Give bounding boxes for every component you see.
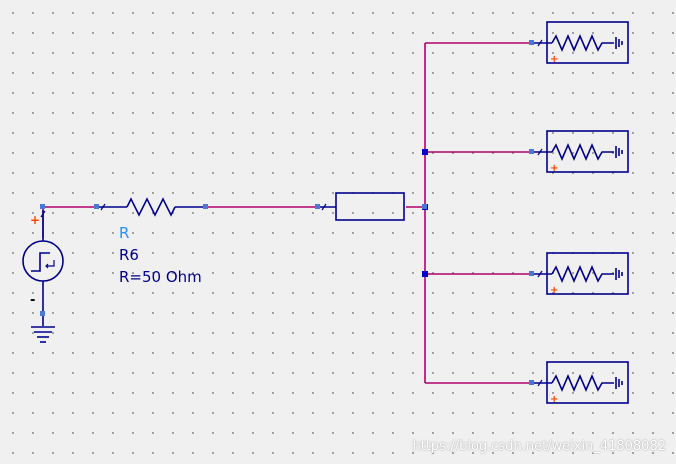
source-plus-sign: + [30,213,40,227]
resistor-instance-name: R6 [119,246,139,264]
load-3-plus-sign: + [550,285,558,296]
source-minus-sign: - [30,293,35,308]
load-resistor-zigzag [551,142,614,162]
resistor-zigzag[interactable] [126,197,176,217]
load-3[interactable] [532,252,629,295]
watermark-text: https://blog.csdn.net/weixin_41808082 [412,439,666,454]
tline-tick [321,203,327,211]
resistor-r6[interactable] [97,197,205,217]
step-arrow-icon [45,260,55,269]
port-square[interactable] [529,380,534,385]
load-tick [537,148,543,156]
load-resistor-zigzag [551,373,614,393]
port-square[interactable] [203,204,208,209]
step-symbol-icon [31,252,50,272]
resistor-tick [100,203,106,211]
source-tick-top [40,210,46,218]
resistor-value-label[interactable]: R=50 Ohm [119,268,202,286]
resistor-type-label: R [119,224,130,242]
load-4-plus-sign: + [550,394,558,405]
port-square[interactable] [94,204,99,209]
junction-dot [422,271,428,277]
load-resistor-zigzag [551,33,614,53]
load-2[interactable] [532,130,629,173]
port-square[interactable] [315,204,320,209]
load-2-plus-sign: + [550,163,558,174]
wires [42,42,532,384]
load-tick [537,39,543,47]
port-square[interactable] [40,204,45,209]
ports [40,40,534,385]
ground-symbol [31,314,55,343]
source-body[interactable] [22,240,64,282]
load-tick [537,379,543,387]
transmission-line[interactable] [318,192,405,221]
load-tick [537,270,543,278]
load-resistor-zigzag [551,264,614,284]
junction-dot [422,149,428,155]
port-square[interactable] [529,149,534,154]
step-voltage-source[interactable] [22,210,64,314]
port-square[interactable] [529,271,534,276]
tline-body[interactable] [335,192,405,221]
port-square[interactable] [40,311,45,316]
port-square[interactable] [422,204,427,209]
load-1-plus-sign: + [550,54,558,65]
load-1[interactable] [532,21,629,64]
port-square[interactable] [529,40,534,45]
load-4[interactable] [532,361,629,404]
